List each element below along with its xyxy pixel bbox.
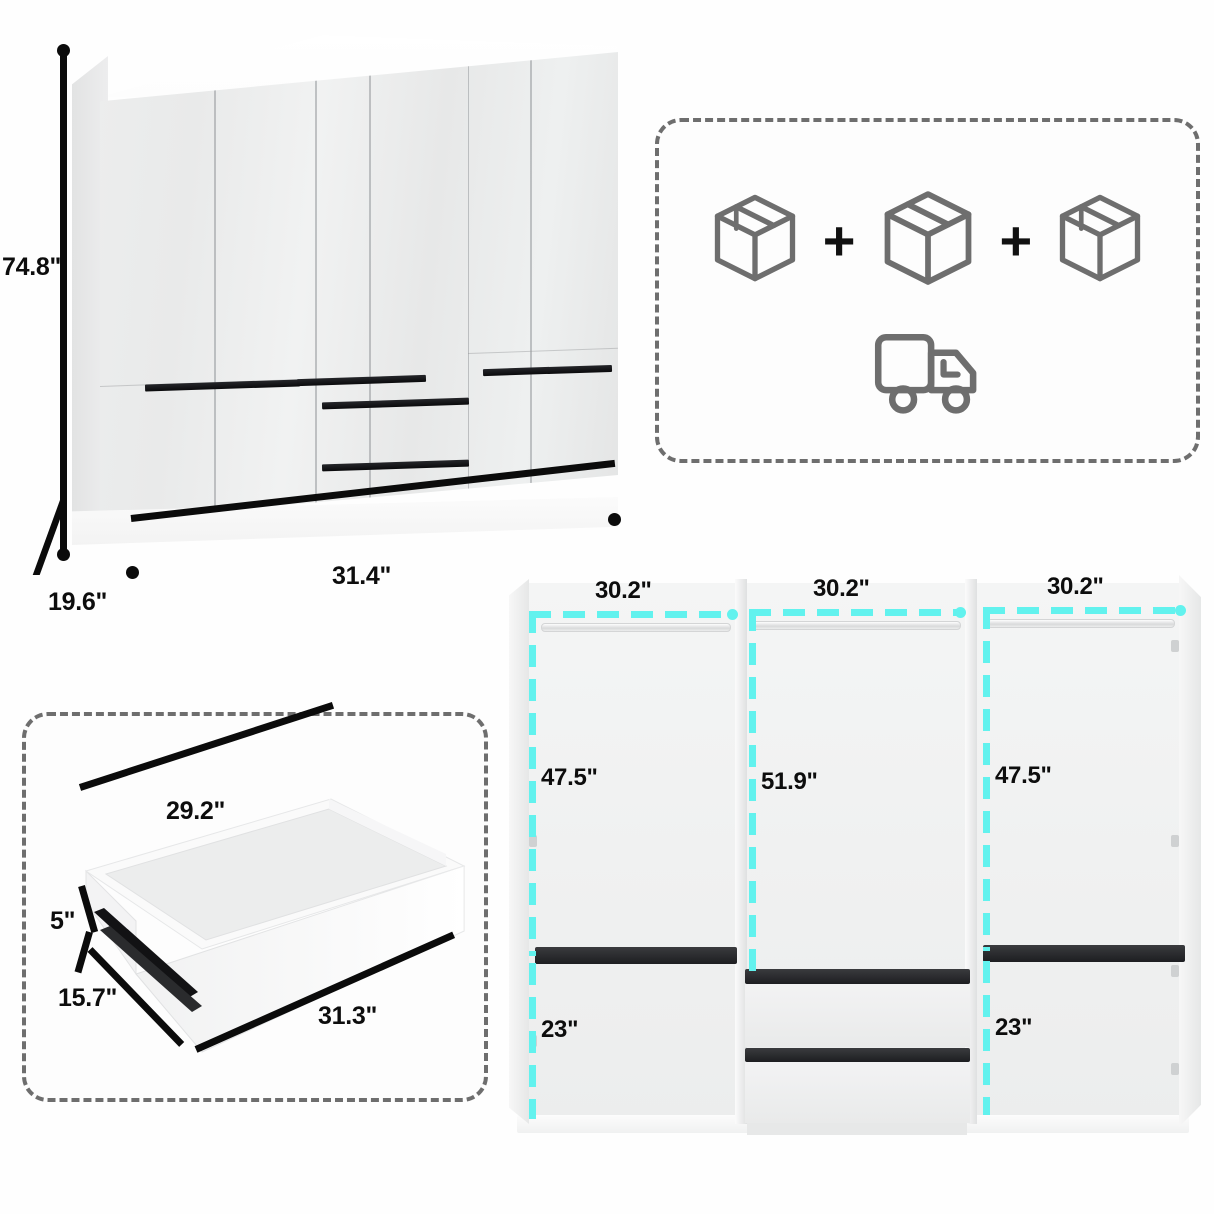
- hanging-rod-center: [751, 621, 961, 630]
- hanging-rod-left: [541, 623, 731, 632]
- package-box-icon: [1050, 188, 1150, 293]
- right-upper-height-label: 47.5": [995, 762, 1052, 789]
- delivery-truck-icon: [872, 327, 984, 424]
- center-drawer-upper: [745, 973, 970, 1047]
- wardrobe-interior-panel: 30.2" 47.5" 23" 30.2" 51.9" 30.2" 47.5" …: [495, 565, 1214, 1170]
- cyan-line-right-upper-height: [983, 607, 990, 951]
- cyan-line-left-lower-height: [529, 963, 536, 1119]
- right-width-label: 30.2": [1047, 573, 1104, 600]
- hinge-right-top: [1171, 640, 1179, 652]
- drawer-front-width-label: 31.3": [318, 1002, 378, 1030]
- open-door-right: [1179, 575, 1201, 1127]
- door-seam-5: [529, 53, 532, 505]
- center-drawer-lower: [745, 1053, 970, 1123]
- cyan-cap-left-width-right: [727, 609, 738, 620]
- packaging-shipping-panel: + +: [655, 118, 1200, 463]
- center-drawer-plinth: [747, 1123, 967, 1135]
- left-upper-height-label: 47.5": [541, 764, 598, 791]
- package-box-row: + +: [659, 184, 1196, 297]
- center-upper-height-label: 51.9": [761, 768, 818, 795]
- cyan-line-center-upper-height: [749, 609, 756, 981]
- cyan-cap-right-width-right: [1175, 605, 1186, 616]
- hanging-rod-right: [987, 619, 1175, 628]
- divider-left: [735, 579, 747, 1124]
- height-arrow-cap-top: [57, 44, 70, 57]
- width-dimension-label: 31.4": [332, 562, 392, 590]
- width-arrow-cap-right: [608, 513, 621, 526]
- open-door-left: [509, 579, 529, 1124]
- depth-dimension-label: 19.6": [48, 588, 108, 616]
- left-width-label: 30.2": [595, 577, 652, 604]
- hinge-right-lower: [1171, 965, 1179, 977]
- delivery-truck-row: [659, 327, 1196, 424]
- cabinet-front-doors: [100, 52, 618, 522]
- upper-lower-divider-right: [467, 347, 618, 355]
- drawer-detail-panel: 29.2" 5" 15.7" 31.3": [22, 701, 488, 1102]
- door-seam-3: [369, 56, 371, 508]
- center-drawer-lower-handle: [745, 1048, 970, 1062]
- right-lower-height-label: 23": [995, 1014, 1033, 1041]
- plus-operator-2: +: [999, 208, 1033, 272]
- shelf-right: [983, 945, 1185, 962]
- hinge-right-bottom: [1171, 1063, 1179, 1075]
- center-drawer-upper-handle: [745, 969, 970, 984]
- plus-operator-1: +: [822, 208, 856, 272]
- hinge-right-mid: [1171, 835, 1179, 847]
- shelf-left: [535, 947, 737, 964]
- cyan-line-left-upper-height: [529, 611, 536, 956]
- wardrobe-front-view-panel: 74.8" 19.6" 31.4": [0, 0, 640, 640]
- cyan-line-center-width: [749, 609, 961, 616]
- depth-arrow-cap: [126, 566, 139, 579]
- height-dimension-label: 74.8": [2, 253, 62, 281]
- height-dimension-line: [60, 48, 67, 556]
- cyan-line-left-width: [529, 611, 733, 618]
- door-seam-1: [213, 61, 216, 513]
- package-box-icon: [874, 184, 982, 297]
- drawer-depth-label: 15.7": [58, 984, 118, 1012]
- drawer-body: [26, 716, 492, 1106]
- cyan-cap-center-width-right: [955, 607, 966, 618]
- left-lower-height-label: 23": [541, 1016, 579, 1043]
- door-seam-2: [314, 59, 317, 511]
- package-box-icon: [705, 188, 805, 293]
- drawer-height-label: 5": [50, 907, 76, 935]
- drawer-top-length-label: 29.2": [166, 797, 226, 825]
- door-seam-4: [467, 54, 470, 506]
- cyan-line-right-lower-height: [983, 961, 990, 1115]
- cyan-line-right-width: [983, 607, 1181, 614]
- center-width-label: 30.2": [813, 575, 870, 602]
- height-arrow-cap-bottom: [57, 548, 70, 561]
